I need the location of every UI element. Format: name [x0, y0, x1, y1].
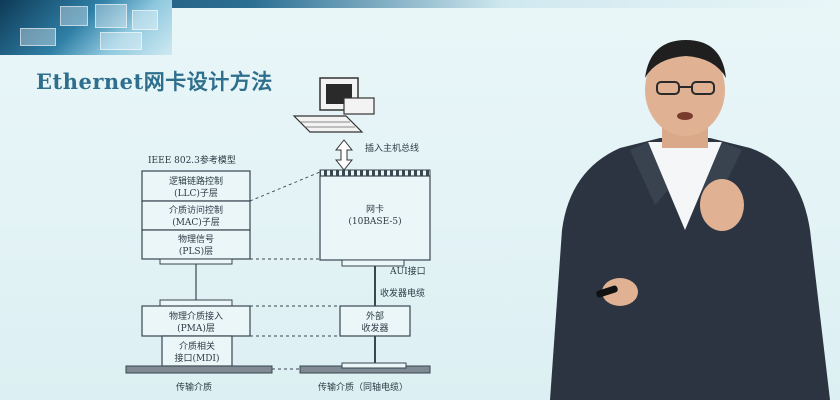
pma-line2: (PMA)层	[177, 323, 215, 334]
transceiver-box	[339, 305, 411, 337]
bus-label: 插入主机总线	[365, 142, 419, 154]
transceiver-line2: 收发器	[361, 322, 388, 334]
medium-left-label: 传输介质	[176, 381, 212, 393]
mac-line1: 介质访问控制	[169, 204, 223, 216]
slide-title: Ethernet网卡设计方法	[36, 69, 273, 94]
pls-box	[141, 229, 251, 260]
aui-port	[341, 259, 405, 267]
mdi-line2: 接口(MDI)	[174, 352, 219, 364]
model-heading: IEEE 802.3参考模型	[148, 154, 236, 166]
mac-line2: (MAC)子层	[172, 217, 220, 228]
double-arrow-icon	[334, 139, 354, 171]
computer-icon	[319, 77, 375, 115]
mac-box	[141, 200, 251, 231]
header-banner-image	[0, 0, 172, 55]
mdi-box	[161, 335, 233, 367]
pma-box	[141, 305, 251, 337]
pls-line2: (PLS)层	[179, 246, 213, 257]
keyboard-icon	[292, 115, 364, 133]
llc-line2: (LLC)子层	[174, 188, 218, 199]
nic-line1: 网卡	[366, 203, 384, 215]
mdi-line1: 介质相关	[179, 340, 215, 352]
pls-line1: 物理信号	[178, 233, 214, 245]
presenter-image	[550, 40, 830, 400]
transceiver-line1: 外部	[366, 310, 384, 322]
top-accent-bar	[0, 0, 840, 8]
llc-line1: 逻辑链路控制	[169, 175, 223, 187]
nic-line2: (10BASE-5)	[348, 216, 401, 227]
nic-bus-connector	[319, 169, 431, 177]
cable-label: 收发器电缆	[380, 287, 425, 299]
medium-left-bar	[125, 365, 273, 374]
aui-label: AUI接口	[389, 265, 426, 277]
medium-right-label: 传输介质（同轴电缆）	[318, 381, 408, 393]
pma-line1: 物理介质接入	[169, 310, 223, 322]
